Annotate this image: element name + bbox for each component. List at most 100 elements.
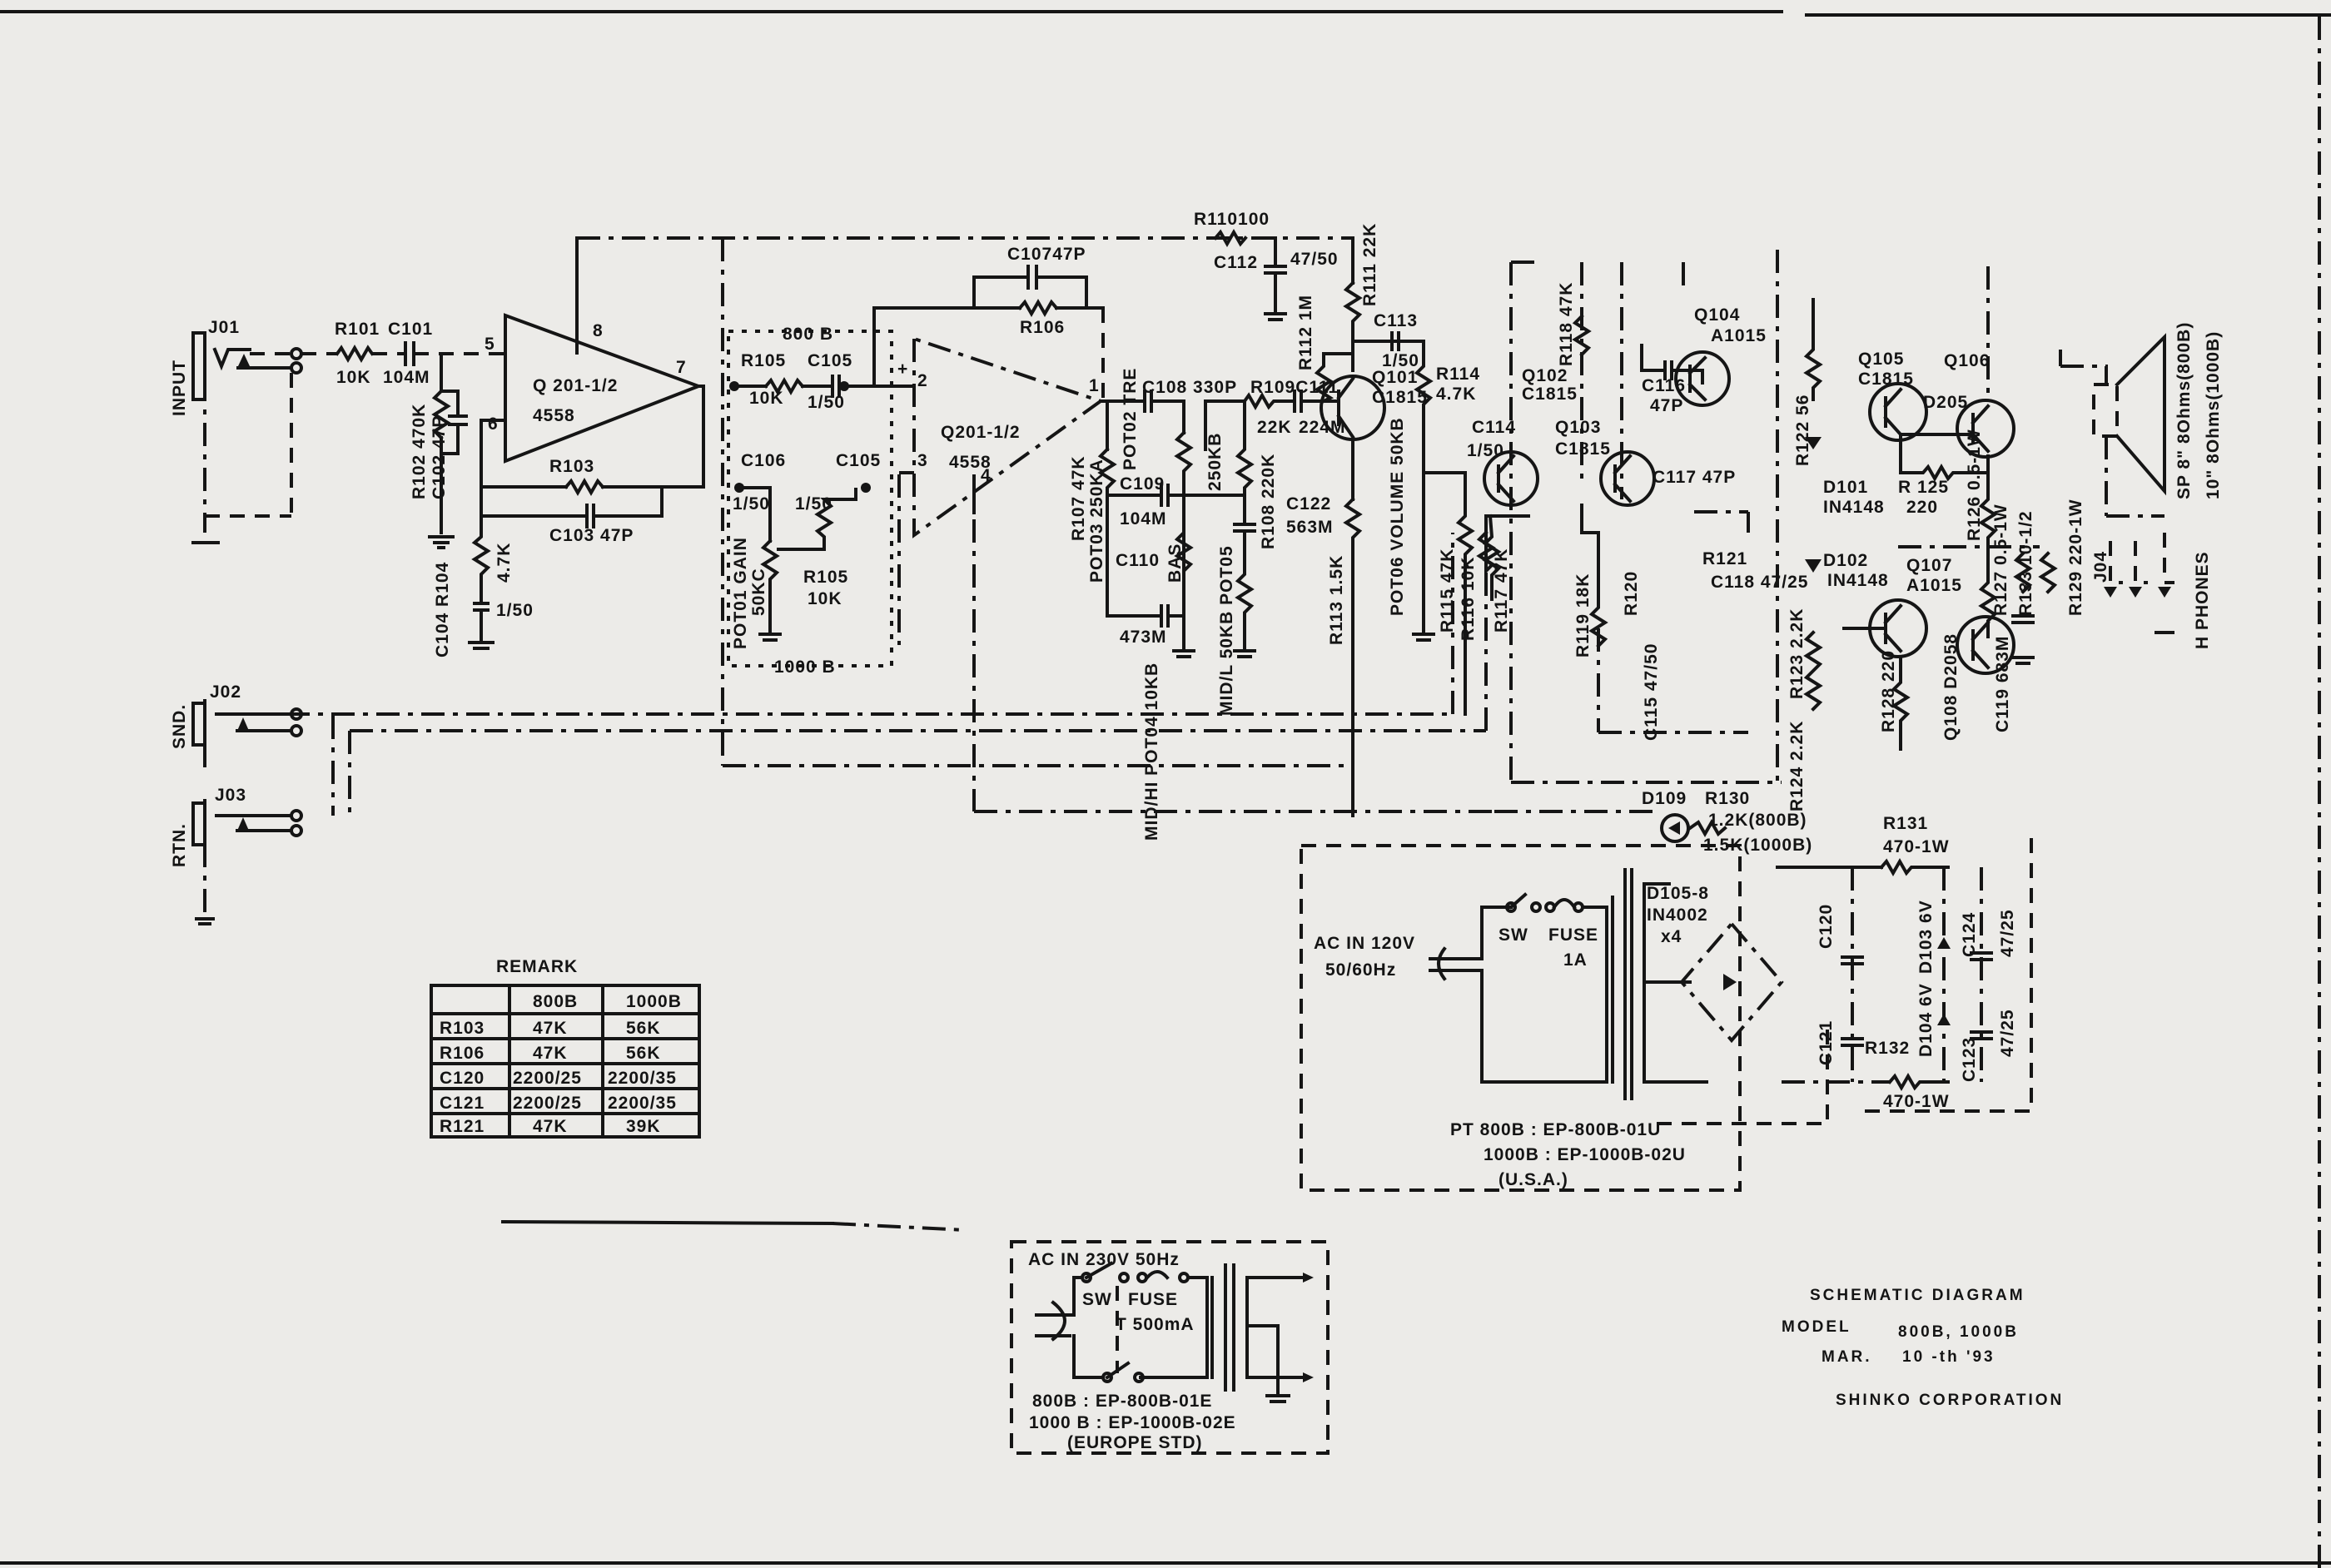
r101-resistor (335, 344, 375, 364)
phones-jack-j04[interactable] (2104, 533, 2174, 634)
c107-label: C10747P (1007, 245, 1086, 264)
q108-label: Q108 D2058 (1941, 633, 1961, 741)
pt-800-europe-label: 800B : EP-800B-01E (1032, 1392, 1212, 1411)
bridge-rectifier-icon (1679, 920, 1784, 1044)
c122-label: C122 (1286, 494, 1331, 514)
c123-value: 47/25 (1998, 1009, 2017, 1057)
r101-label: R101 (335, 320, 380, 339)
variant-800-label: 800 B (783, 325, 833, 344)
j04-label: J04 (2091, 551, 2110, 583)
fuse-icon (1552, 898, 1577, 910)
diagram-title: SCHEMATIC DIAGRAM (1810, 1287, 2025, 1304)
remark-title: REMARK (496, 957, 578, 976)
d101-label: D101 (1823, 478, 1868, 497)
c114-value: 1/50 (1467, 441, 1504, 460)
q105-type: C1815 (1858, 370, 1914, 389)
pin4-label: 4 (981, 466, 992, 485)
c105b-label: C105 (836, 451, 881, 470)
model-value: 800B, 1000B (1898, 1323, 2019, 1341)
q101-label: Q101 (1372, 368, 1418, 387)
c109-value: 104M (1120, 509, 1167, 528)
r105-label: R105 (741, 351, 786, 370)
c112-label: C112 (1214, 253, 1258, 272)
r114-value: 4.7K (1436, 385, 1476, 404)
pin3-label: 3 (917, 451, 928, 470)
c113-value: 1/50 (1382, 351, 1419, 370)
bas-label: BAS (1166, 543, 1185, 583)
ac-in-usa-label: AC IN 120V (1314, 934, 1415, 953)
input-jack-j01[interactable] (191, 331, 303, 544)
cell-800b: 2200/25 (513, 1094, 582, 1113)
c108-label: C108 330P (1142, 378, 1237, 397)
r109-c111-label: R109C111 (1250, 378, 1339, 397)
send-jack-j02[interactable] (191, 699, 303, 774)
page-border (0, 10, 2331, 1568)
pin6-label: 6 (488, 414, 499, 434)
table-row: R103 47K 56K (440, 1019, 661, 1038)
zener-d103-icon (1937, 937, 1951, 949)
pot06-label: POT06 VOLUME 50KB (1388, 417, 1407, 616)
transistor-q102 (1483, 450, 1539, 507)
c103-label: C103 47P (549, 526, 634, 545)
diodes-label: D105-8 (1647, 884, 1709, 903)
c116-label: C116 (1642, 376, 1686, 395)
fuse-europe-label: FUSE (1128, 1290, 1178, 1309)
date-value: 10 -th '93 (1902, 1348, 1996, 1366)
c104-value: 1/50 (496, 601, 534, 620)
diode-d101-icon (1805, 437, 1822, 449)
c105-value: 1/50 (808, 393, 845, 412)
c102-label: C102 47P (430, 415, 449, 499)
c101-capacitor (404, 341, 415, 366)
return-jack-j03[interactable] (191, 799, 303, 925)
r104-value: 4.7K (495, 543, 514, 583)
r129-label: R129 220-1W (2066, 499, 2085, 616)
c117-label: C117 47P (1653, 468, 1736, 487)
region-europe-label: (EUROPE STD) (1067, 1433, 1203, 1452)
r107-label: R107 47K (1069, 455, 1088, 541)
d102-label: D102 (1823, 551, 1868, 570)
input-stage: J01 INPUT R101 10K C101 104M R102 470K C… (170, 236, 705, 657)
r103-label: R103 (549, 457, 594, 476)
sw-usa-label: SW (1498, 925, 1528, 945)
model-label: MODEL (1782, 1318, 1851, 1336)
opamp2-label: Q201-1/2 (941, 423, 1021, 442)
r131-label: R131 (1883, 814, 1928, 833)
cell-part: R106 (440, 1044, 485, 1063)
r109-value: 22K (1257, 418, 1292, 437)
r124-label: R124 2.2K (1787, 721, 1807, 811)
d104-label: D104 6V (1916, 983, 1936, 1057)
r123-label: R123 2.2K (1787, 608, 1807, 699)
q104-type: A1015 (1711, 326, 1767, 345)
r111-label: R111 22K (1360, 223, 1379, 306)
j03-label: J03 (215, 786, 246, 805)
opamp2-type: 4558 (949, 453, 992, 472)
q103-label: Q103 (1555, 418, 1601, 437)
r115-label: R115 47K (1438, 548, 1457, 633)
diode-d102-icon (1805, 559, 1822, 573)
r101-value: 10K (336, 368, 371, 387)
r110-label: R110100 (1194, 210, 1270, 229)
cell-1000b: 56K (626, 1019, 661, 1038)
pt-1000-usa-label: 1000B : EP-1000B-02U (1484, 1145, 1686, 1164)
q107-type: A1015 (1906, 576, 1962, 595)
c110-label: C110 (1116, 551, 1160, 570)
j02-label: J02 (210, 682, 241, 702)
c113-label: C113 (1374, 311, 1418, 330)
power-supply-europe: AC IN 230V 50Hz SW FUSE T 500mA 800B : E… (1010, 1240, 1330, 1455)
send-label: SND. (170, 704, 189, 749)
c124-value: 47/25 (1998, 909, 2017, 957)
gain-stage: 800 B 1000 B R105 10K C105 1/50 C106 1/5… (727, 245, 1105, 677)
pt-800-usa-label: PT 800B : EP-800B-01U (1450, 1120, 1661, 1139)
c118-label: C118 47/25 (1711, 573, 1808, 592)
r127-label: R127 0.5-1W (1991, 504, 2010, 616)
c114-label: C114 (1472, 418, 1516, 437)
sw-europe-label: SW (1082, 1290, 1112, 1309)
company-name: SHINKO CORPORATION (1836, 1392, 2064, 1409)
return-label: RTN. (170, 823, 189, 867)
tone-stack: C108 330P R109C111 22K 224M R107 47K POT… (1069, 368, 1345, 841)
c124-label: C124 (1960, 912, 1979, 957)
c123-label: C123 (1960, 1037, 1979, 1082)
r112-label: R112 1M (1296, 295, 1315, 370)
